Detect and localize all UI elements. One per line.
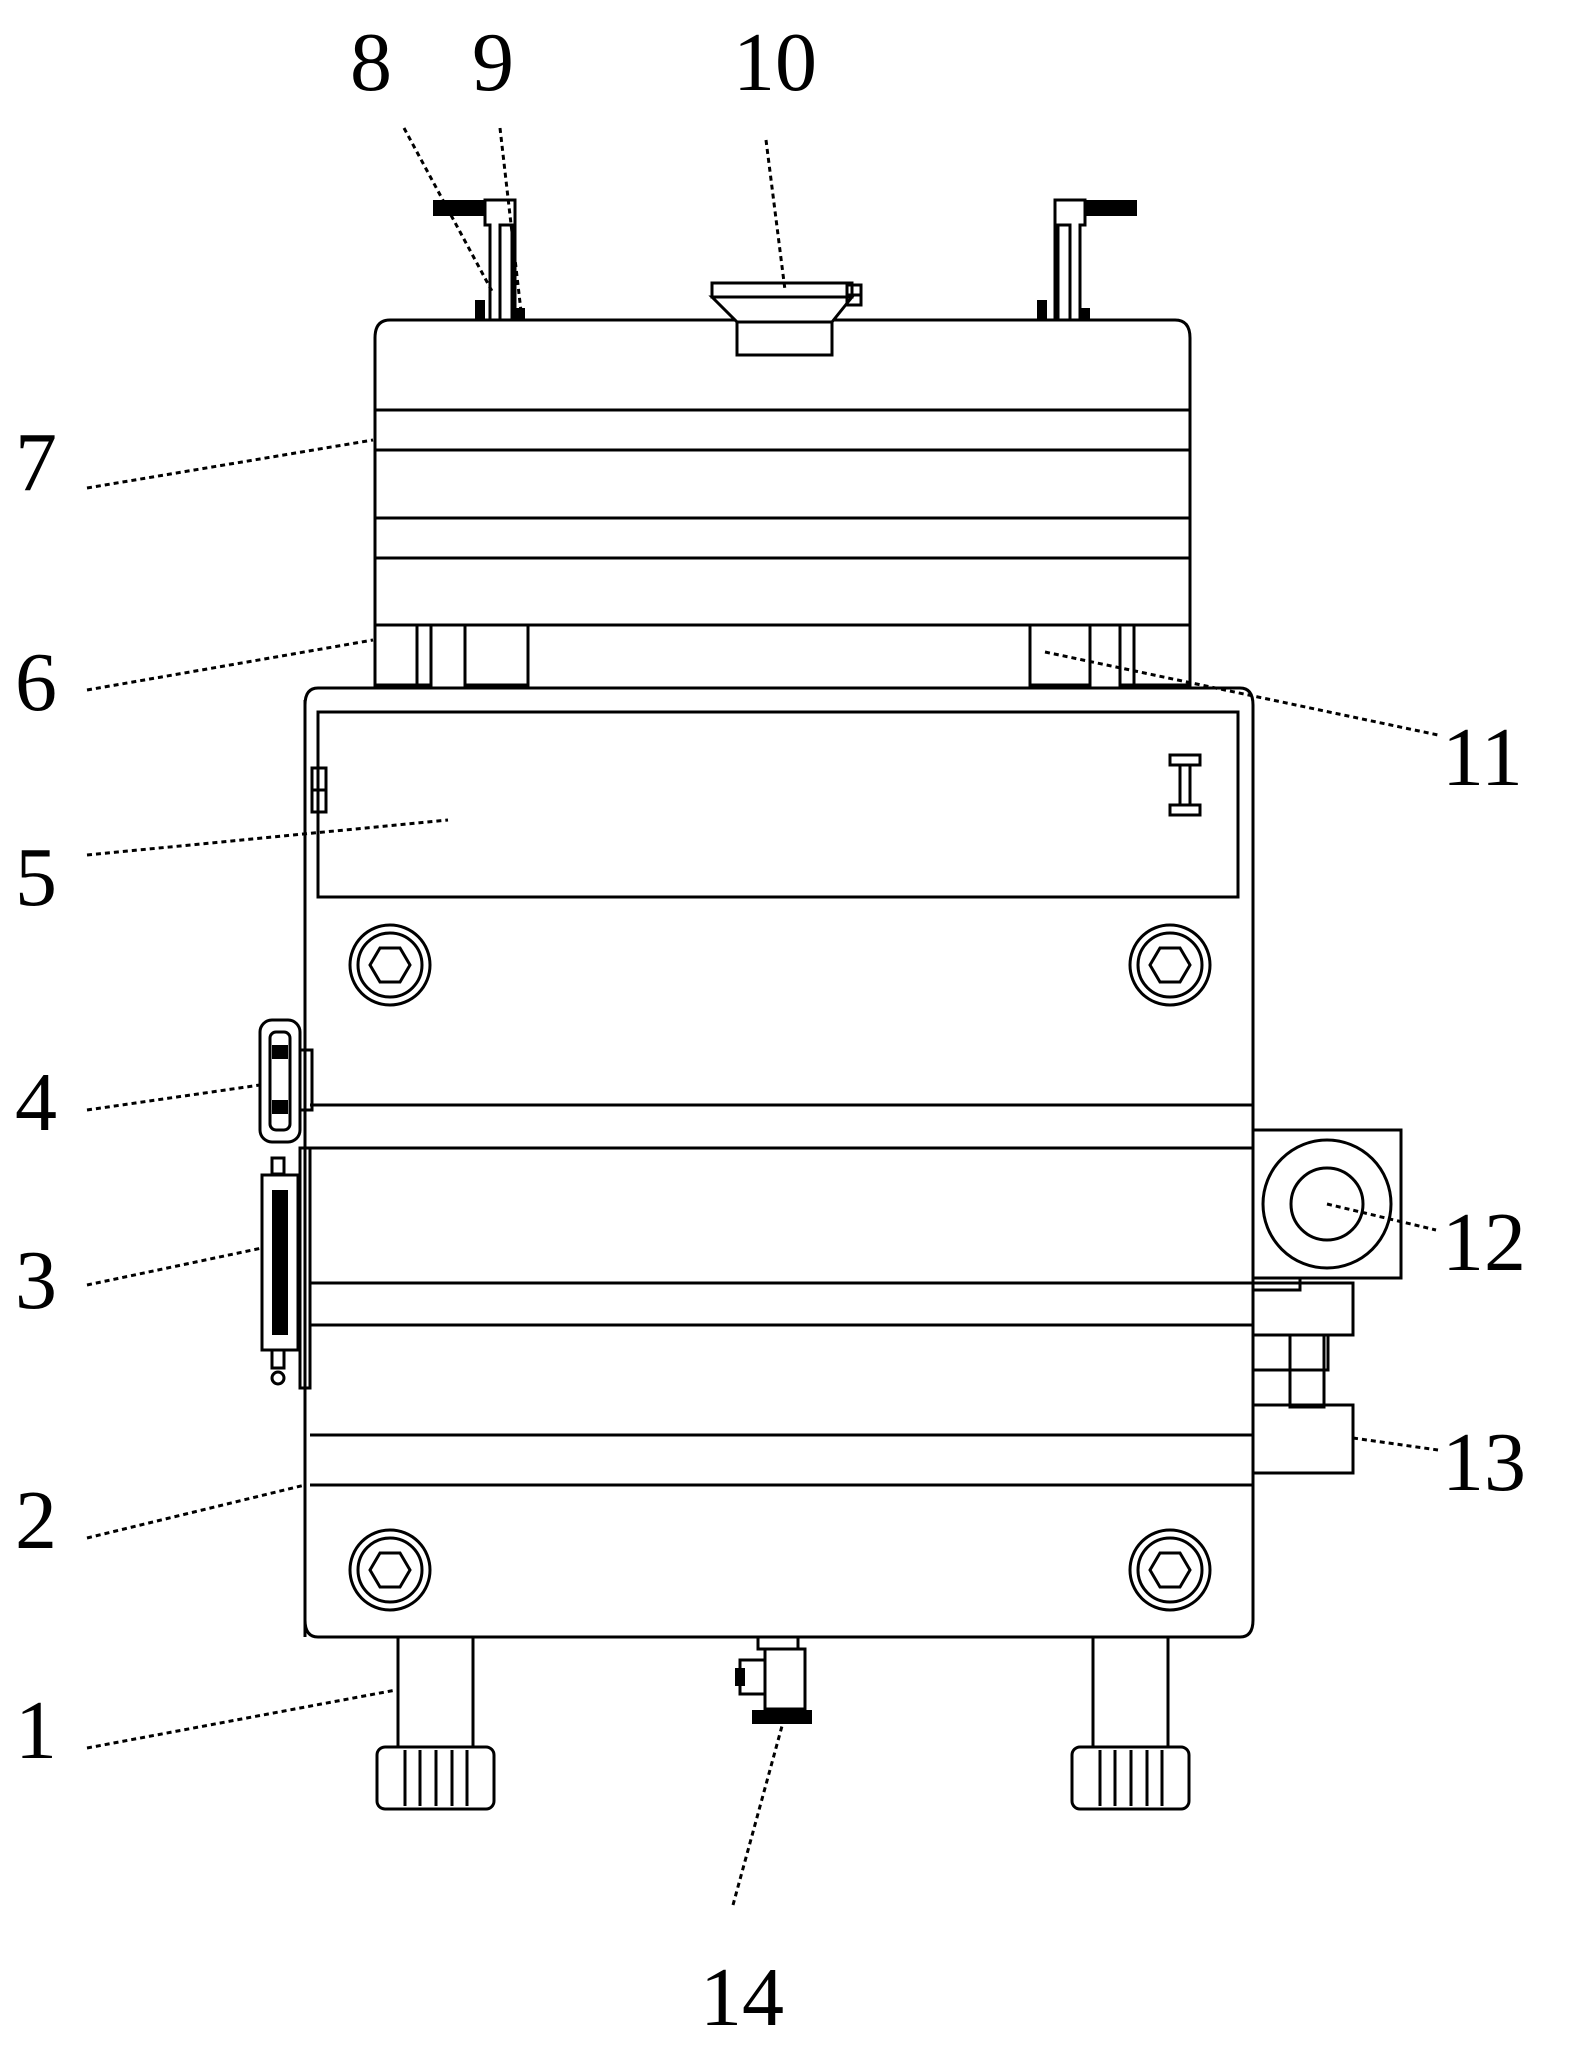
- label-9: 9: [472, 16, 514, 109]
- label-4: 4: [15, 1056, 57, 1149]
- bolt-upper-left: [348, 923, 432, 1007]
- side-gauge: [258, 1018, 314, 1144]
- bolt-lower-left: [348, 1528, 432, 1612]
- label-6: 6: [15, 636, 57, 729]
- label-3: 3: [15, 1234, 57, 1327]
- right-handle: [1037, 198, 1137, 322]
- side-outlet: [1251, 1333, 1355, 1475]
- label-2: 2: [15, 1474, 57, 1567]
- label-8: 8: [350, 16, 392, 109]
- support-columns: [373, 623, 1192, 687]
- label-13: 13: [1442, 1416, 1526, 1509]
- leader-lines: [86, 127, 1439, 1906]
- feed-funnel: [708, 281, 863, 357]
- label-12: 12: [1442, 1196, 1526, 1289]
- label-5: 5: [15, 831, 57, 924]
- door-handle: [1168, 753, 1202, 817]
- side-motor: [1251, 1128, 1403, 1337]
- bolt-lower-right: [1128, 1528, 1212, 1612]
- label-10: 10: [733, 16, 817, 109]
- label-1: 1: [15, 1684, 57, 1777]
- right-leg: [1070, 1635, 1191, 1811]
- main-body: [303, 686, 1255, 1639]
- access-door: [310, 710, 1240, 899]
- left-leg: [375, 1635, 496, 1811]
- label-11: 11: [1442, 711, 1523, 804]
- label-14: 14: [700, 1951, 784, 2044]
- bolt-upper-right: [1128, 923, 1212, 1007]
- drain-valve: [735, 1635, 812, 1724]
- label-7: 7: [15, 416, 57, 509]
- side-control-panel: [260, 1146, 312, 1390]
- top-cover: [373, 318, 1192, 627]
